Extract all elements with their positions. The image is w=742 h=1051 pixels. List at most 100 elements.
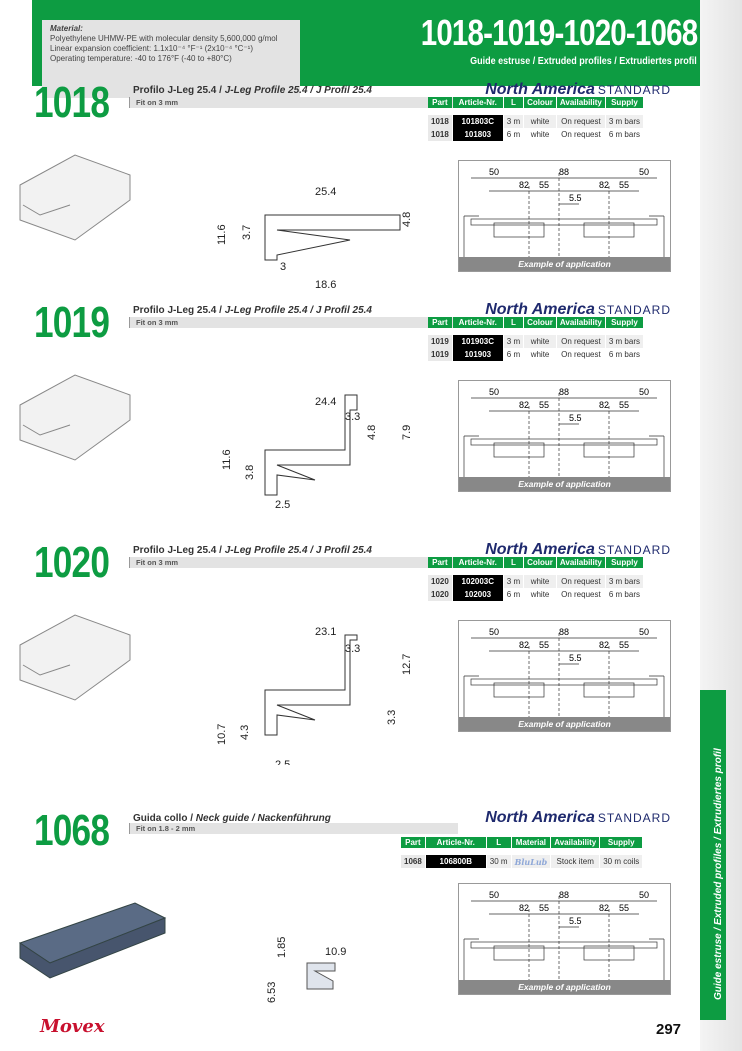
table-cell: 30 m bbox=[486, 855, 511, 868]
table-cell: Stock item bbox=[551, 855, 600, 868]
side-tab bbox=[700, 690, 726, 1020]
dimension-label: 7.9 bbox=[401, 425, 413, 440]
application-dimension: 55 bbox=[539, 640, 549, 650]
standard-suffix: STANDARD bbox=[597, 811, 671, 825]
dimension-label: 2.5 bbox=[275, 499, 290, 511]
column-header: Availability bbox=[556, 557, 605, 568]
table-cell: 102003C bbox=[452, 575, 503, 588]
profile-outline bbox=[19, 917, 166, 979]
column-header: Supply bbox=[605, 97, 643, 108]
table-cell: 1020 bbox=[428, 575, 452, 588]
profile-outline bbox=[264, 634, 358, 736]
table-cell: On request bbox=[556, 348, 605, 361]
title-it: Profilo J-Leg 25.4 / bbox=[133, 305, 225, 316]
material-box: Material: Polyethylene UHMW-PE with mole… bbox=[42, 20, 300, 98]
dimension-label: 3.7 bbox=[241, 225, 253, 240]
table-cell: white bbox=[524, 128, 556, 141]
table-cell: 1018 bbox=[428, 128, 452, 141]
material-line: Operating temperature: -40 to 176°F (-40… bbox=[50, 54, 232, 63]
application-dimension: 5.5 bbox=[569, 916, 582, 926]
dimension-label: 4.3 bbox=[239, 725, 251, 740]
profile-outline bbox=[22, 204, 71, 216]
product-title: Profilo J-Leg 25.4 / J-Leg Profile 25.4 … bbox=[133, 305, 372, 316]
application-dimension: 82 bbox=[599, 903, 609, 913]
column-header: Article-Nr. bbox=[425, 837, 486, 848]
product-title: Profilo J-Leg 25.4 / J-Leg Profile 25.4 … bbox=[133, 85, 372, 96]
column-header: L bbox=[503, 317, 524, 328]
dimension-label: 4.8 bbox=[366, 425, 378, 440]
page-title: 1018-1019-1020-1068 bbox=[420, 12, 697, 53]
title-it: Profilo J-Leg 25.4 / bbox=[133, 545, 225, 556]
application-dimension: 50 bbox=[639, 387, 649, 397]
standard-name: North America bbox=[485, 809, 595, 826]
column-header: Supply bbox=[600, 837, 643, 848]
page-number: 297 bbox=[656, 1021, 682, 1038]
standard-suffix: STANDARD bbox=[597, 543, 671, 557]
dimension-label: 10.7 bbox=[216, 724, 228, 745]
table-cell: 1019 bbox=[428, 335, 452, 348]
product-number: 1019 bbox=[34, 298, 110, 347]
table-cell: On request bbox=[556, 335, 605, 348]
table-cell: 3 m bars bbox=[605, 575, 643, 588]
dimension-label: 11.6 bbox=[216, 224, 228, 245]
dimension-label: 12.7 bbox=[401, 654, 413, 675]
application-dimension: 50 bbox=[489, 167, 499, 177]
application-caption: Example of application bbox=[459, 257, 670, 271]
application-dimension: 55 bbox=[539, 903, 549, 913]
application-dimension: 55 bbox=[619, 400, 629, 410]
profile-outline bbox=[19, 374, 131, 461]
table-cell: On request bbox=[556, 115, 605, 128]
profile-outline bbox=[264, 394, 358, 496]
column-header: Article-Nr. bbox=[452, 317, 503, 328]
table-cell: 1068 bbox=[401, 855, 425, 868]
table-cell: 101803 bbox=[452, 128, 503, 141]
dimension-label: 4.8 bbox=[401, 212, 413, 227]
application-dimension: 55 bbox=[539, 400, 549, 410]
dimension-label: 3.8 bbox=[244, 465, 256, 480]
profile-outline bbox=[264, 214, 401, 261]
table-cell: 106800B bbox=[425, 855, 486, 868]
title-it: Guida collo / bbox=[133, 813, 196, 824]
application-dimension: 88 bbox=[559, 627, 569, 637]
product-number: 1020 bbox=[34, 538, 110, 587]
table-cell: 6 m bbox=[503, 128, 524, 141]
application-dimension: 82 bbox=[519, 180, 529, 190]
profile-outline bbox=[19, 154, 131, 241]
table-cell: 102003 bbox=[452, 588, 503, 601]
standard-name: North America bbox=[485, 301, 595, 318]
column-header: Article-Nr. bbox=[452, 97, 503, 108]
table-cell: 6 m bars bbox=[605, 128, 643, 141]
dimension-label: 3.3 bbox=[345, 643, 360, 655]
product-title: Profilo J-Leg 25.4 / J-Leg Profile 25.4 … bbox=[133, 545, 372, 556]
dimension-label: 3.3 bbox=[345, 411, 360, 423]
column-header: Article-Nr. bbox=[452, 557, 503, 568]
product-number: 1018 bbox=[34, 78, 110, 127]
product-title: Guida collo / Neck guide / Nackenführung bbox=[133, 813, 331, 824]
table-cell: white bbox=[524, 115, 556, 128]
page-subtitle: Guide estruse / Extruded profiles / Extr… bbox=[470, 56, 697, 67]
table-cell: 3 m bbox=[503, 575, 524, 588]
table-cell: On request bbox=[556, 588, 605, 601]
title-en: J-Leg Profile 25.4 / J Profil 25.4 bbox=[224, 305, 372, 316]
application-dimension: 5.5 bbox=[569, 413, 582, 423]
side-tab-text: Guide estruse / Extruded profiles / Extr… bbox=[713, 748, 724, 1000]
profile-outline bbox=[19, 614, 131, 701]
column-header: Availability bbox=[556, 97, 605, 108]
table-cell: white bbox=[524, 348, 556, 361]
dimension-label: 2.5 bbox=[275, 759, 290, 765]
